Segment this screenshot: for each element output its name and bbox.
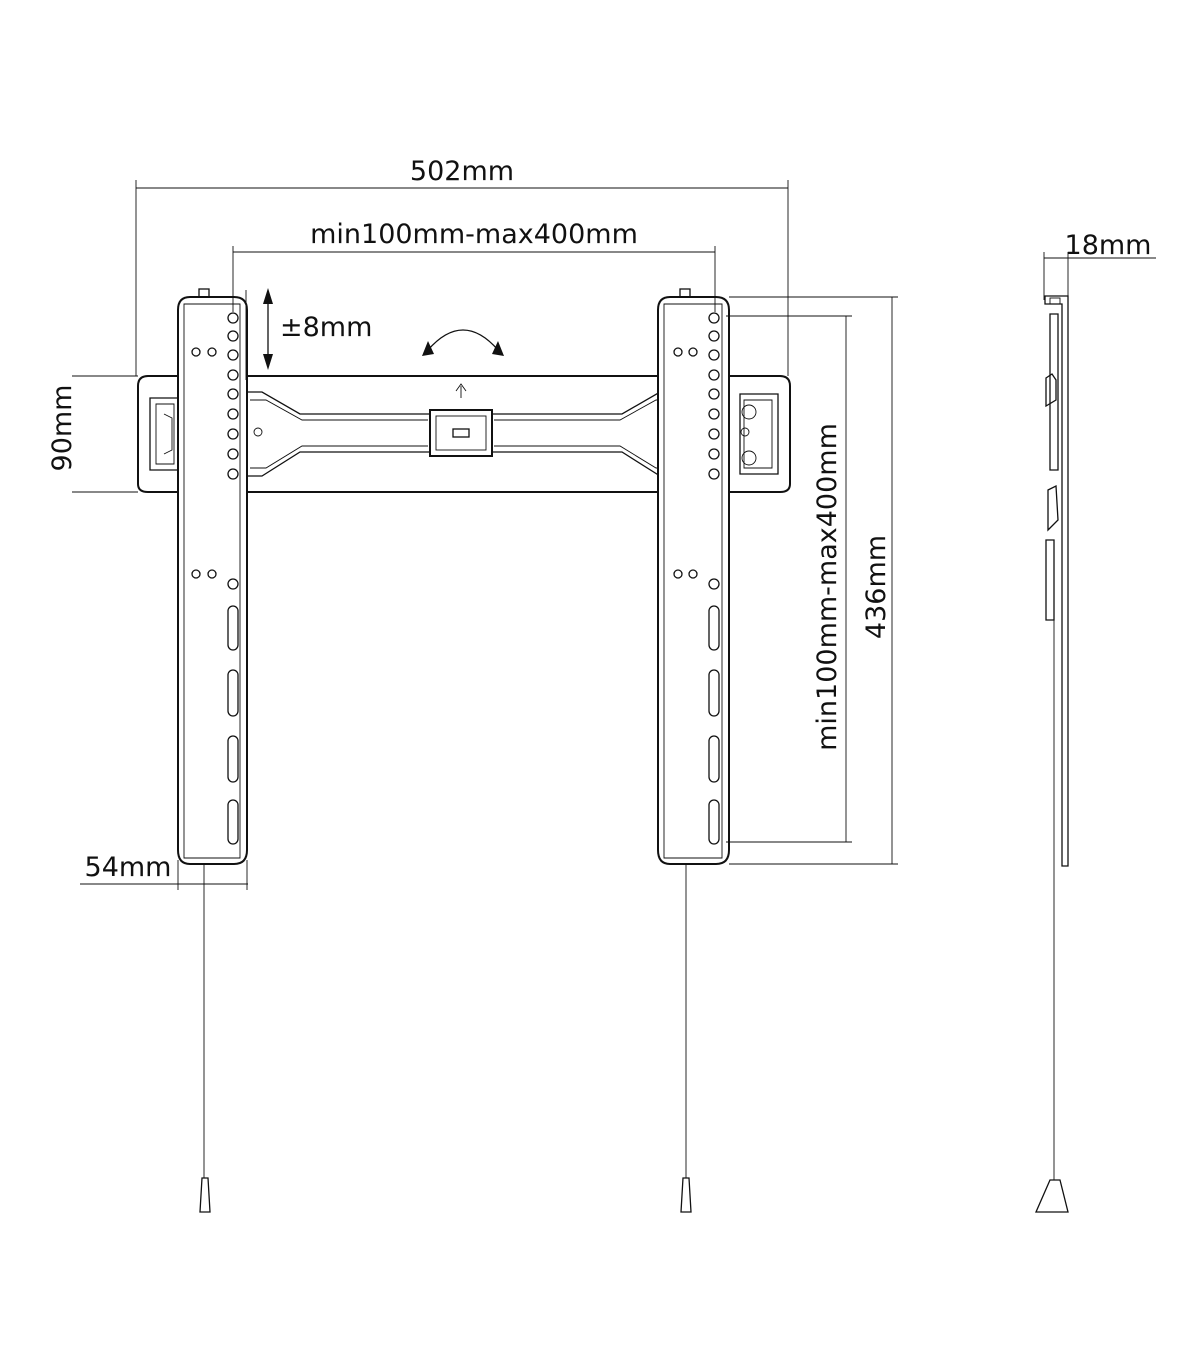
depth-label: 18mm [1065, 230, 1152, 261]
horizontal-vesa-label: min100mm-max400mm [310, 219, 638, 250]
wall-plate [137, 375, 791, 493]
right-arm-holes [673, 312, 720, 590]
front-view [137, 288, 791, 1213]
left-arm-holes [191, 312, 239, 590]
left-arm [177, 288, 248, 1213]
overall-width-label: 502mm [410, 156, 514, 187]
right-arm-slots [708, 605, 720, 845]
right-pull-cord [680, 864, 692, 1213]
arm-width-label: 54mm [85, 852, 172, 883]
vertical-vesa-label: min100mm-max400mm [812, 423, 843, 751]
tilt-arrows [422, 329, 504, 356]
left-pull-cord [199, 864, 211, 1213]
vertical-adjust-label: ±8mm [280, 312, 372, 343]
dimension-lines [72, 180, 1156, 890]
dimension-labels: 502mm min100mm-max400mm ±8mm 90mm min100… [47, 156, 1151, 883]
arm-height-label: 436mm [861, 535, 892, 639]
left-arm-slots [227, 605, 239, 845]
side-view [1035, 295, 1069, 1213]
right-arm [657, 288, 730, 1213]
plate-height-label: 90mm [47, 385, 78, 472]
